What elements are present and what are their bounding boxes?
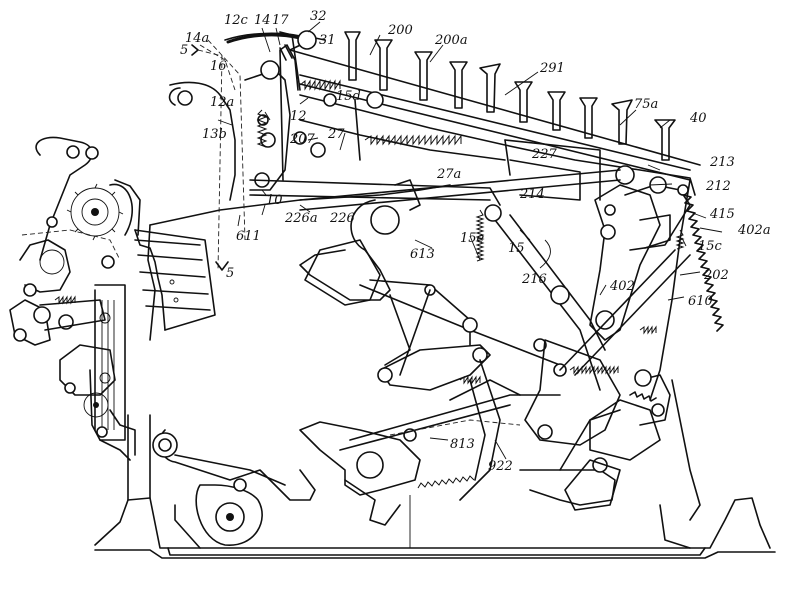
label-15c: 15c [698, 239, 723, 254]
leader-lines [217, 21, 723, 460]
label-31: 31 [319, 33, 336, 48]
label-15e: 15e [460, 231, 485, 246]
label-813: 813 [450, 437, 475, 452]
key-stem [344, 31, 361, 81]
label-200a: 200a [434, 33, 468, 48]
label-14: 14 [254, 13, 271, 28]
label-5-bottom: 5 [226, 266, 234, 281]
label-611: 611 [236, 229, 261, 244]
label-212: 212 [705, 179, 731, 194]
left-gear-assembly [9, 136, 172, 461]
label-17: 17 [272, 13, 289, 28]
label-12: 12 [290, 109, 307, 124]
label-402: 402 [609, 279, 635, 294]
label-415: 415 [709, 207, 735, 222]
label-75a: 75a [634, 97, 658, 112]
label-227: 227 [531, 147, 558, 162]
lower-levers [152, 359, 561, 546]
label-32: 32 [310, 9, 327, 24]
label-226a: 226a [284, 211, 318, 226]
key-stem [654, 119, 676, 161]
label-16: 16 [210, 59, 227, 74]
label-226: 226 [329, 211, 355, 226]
label-10: 10 [266, 193, 283, 208]
key-stem [579, 97, 598, 139]
left-column-mechanism [199, 39, 501, 241]
section-line-5-5 [191, 44, 229, 271]
label-40: 40 [689, 111, 707, 126]
label-5-top: 5 [180, 43, 188, 58]
label-216: 216 [521, 272, 547, 287]
key-stem [414, 51, 433, 101]
label-14a: 14a [185, 31, 209, 46]
label-27a: 27a [436, 167, 461, 182]
key-stem [374, 39, 393, 91]
label-291: 291 [539, 61, 565, 76]
label-12a: 12a [210, 95, 234, 110]
label-15d: 15d [336, 89, 361, 104]
central-linkage [299, 165, 691, 506]
key-stem [514, 81, 533, 123]
label-207: 207 [289, 132, 316, 147]
label-12c: 12c [224, 13, 249, 28]
label-922: 922 [488, 459, 513, 474]
label-15: 15 [508, 241, 525, 256]
label-214: 214 [519, 187, 545, 202]
label-200: 200 [387, 23, 413, 38]
label-213: 213 [709, 155, 735, 170]
key-slot-bar [299, 94, 696, 201]
label-202: 202 [703, 268, 729, 283]
label-613: 613 [410, 247, 435, 262]
right-rack [564, 179, 724, 511]
key-stems [224, 31, 701, 181]
label-402a: 402a [737, 223, 771, 238]
key-stem [479, 63, 501, 113]
key-stem [449, 61, 468, 109]
reference-labels: 14a 12c 14 17 32 31 200 200a 291 75a 40 … [180, 9, 771, 474]
paper-guide-comb [134, 229, 216, 331]
label-610: 610 [688, 294, 713, 309]
key-stem [611, 99, 633, 145]
label-27: 27 [327, 127, 345, 142]
label-13b: 13b [202, 127, 227, 142]
machine-base [94, 379, 776, 559]
key-stem [547, 91, 566, 131]
